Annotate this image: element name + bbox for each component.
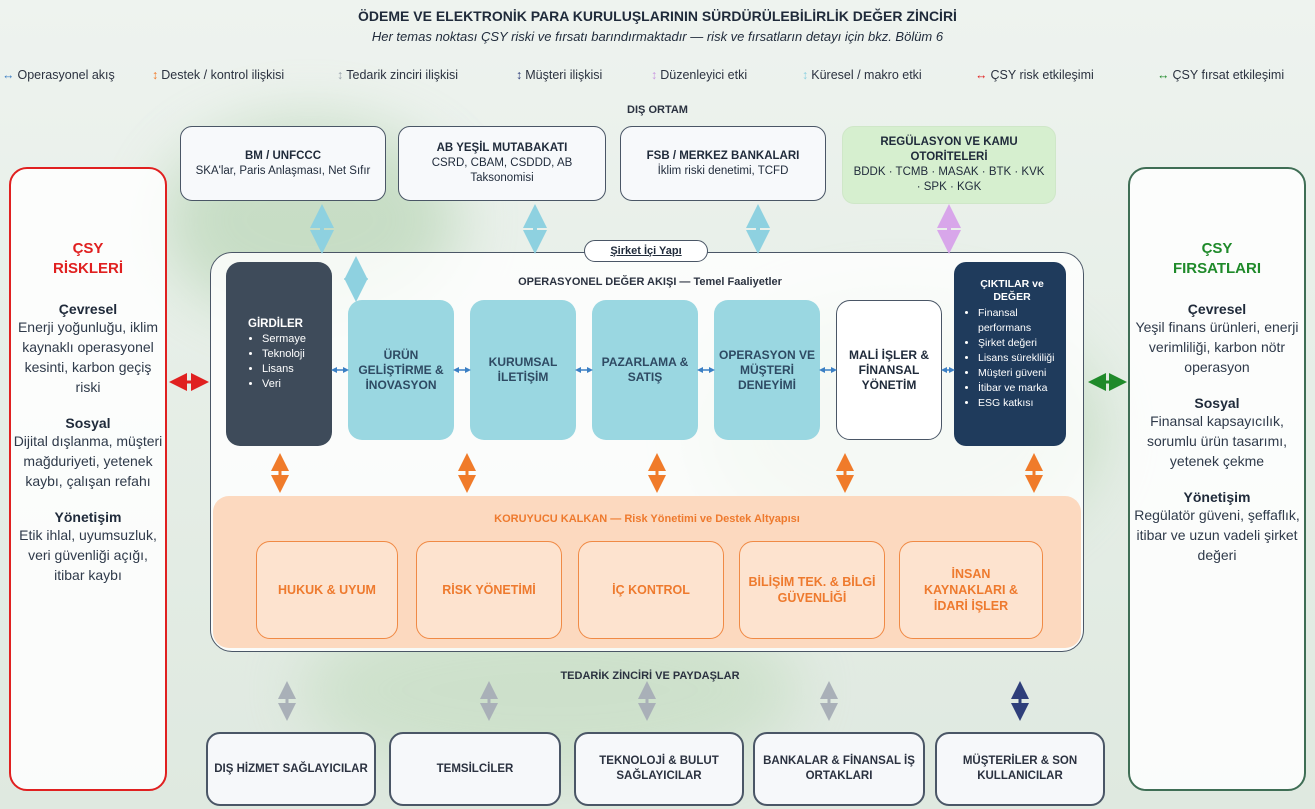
legend-item: ↔ÇSY risk etkileşimi [975, 68, 1094, 82]
shield-internal-control: İÇ KONTROL [578, 541, 724, 639]
risks-soc-heading: Sosyal [65, 415, 111, 431]
risks-soc-text: Dijital dışlanma, müşteri mağduriyeti, y… [13, 433, 163, 489]
op-finance-management: MALİ İŞLER & FİNANSAL YÖNETİM [836, 300, 942, 440]
risks-gov-heading: Yönetişim [54, 509, 122, 525]
outputs-box: ÇIKTILAR ve DEĞER Finansal performans Şi… [954, 262, 1066, 446]
op-marketing-sales: PAZARLAMA & SATIŞ [592, 300, 698, 440]
outputs-title: ÇIKTILAR ve DEĞER [980, 278, 1044, 303]
risks-env-heading: Çevresel [58, 301, 118, 317]
supply-banks-partners: BANKALAR & FİNANSAL İŞ ORTAKLARI [753, 732, 925, 806]
legend-item: ↕Küresel / makro etki [802, 68, 922, 82]
legend-item: ↕Düzenleyici etki [651, 68, 748, 82]
risks-env-text: Enerji yoğunluğu, iklim kaynaklı operasy… [17, 319, 159, 395]
outputs-item: ESG katkısı [978, 396, 1060, 411]
supply-arrows [278, 681, 1029, 721]
shield-risk-management: RİSK YÖNETİMİ [416, 541, 562, 639]
opportunities-gov-text: Regülatör güveni, şeffaflık, itibar ve u… [1134, 507, 1300, 563]
supply-representatives: TEMSİLCİLER [389, 732, 561, 806]
outputs-item: Müşteri güveni [978, 366, 1060, 381]
opportunities-gov-heading: Yönetişim [1183, 489, 1251, 505]
supply-section-title: TEDARİK ZİNCİRİ VE PAYDAŞLAR [560, 670, 740, 682]
shield-hr-admin: İNSAN KAYNAKLARI & İDARİ İŞLER [899, 541, 1043, 639]
page-title: ÖDEME VE ELEKTRONİK PARA KURULUŞLARININ … [358, 8, 957, 24]
shield-it-security: BİLİŞİM TEK. & BİLGİ GÜVENLİĞİ [739, 541, 885, 639]
supply-outsourcing: DIŞ HİZMET SAĞLAYICILAR [206, 732, 376, 806]
risks-gov-text: Etik ihlal, uyumsuzluk, veri güvenliği a… [19, 527, 157, 583]
external-section-title: DIŞ ORTAM [627, 104, 688, 116]
inputs-item: Teknoloji [262, 347, 332, 362]
outputs-item: Lisans sürekliliği [978, 351, 1060, 366]
inputs-item: Veri [262, 377, 332, 392]
opportunities-soc-heading: Sosyal [1194, 395, 1240, 411]
external-arrows [310, 204, 961, 302]
inputs-title: GİRDİLER [248, 318, 303, 330]
shield-legal-compliance: HUKUK & UYUM [256, 541, 398, 639]
opportunities-env-heading: Çevresel [1187, 301, 1247, 317]
legend-item: ↔ÇSY fırsat etkileşimi [1157, 68, 1285, 82]
supply-tech-cloud: TEKNOLOJİ & BULUT SAĞLAYICILAR [574, 732, 744, 806]
op-product-development: ÜRÜN GELİŞTİRME & İNOVASYON [348, 300, 454, 440]
legend-item: ↕Tedarik zinciri ilişkisi [337, 68, 459, 82]
opportunities-soc-text: Finansal kapsayıcılık, sorumlu ürün tasa… [1146, 413, 1288, 469]
legend-item: ↔Operasyonel akış [2, 68, 115, 82]
inputs-box: GİRDİLER Sermaye Teknoloji Lisans Veri [226, 262, 332, 446]
support-arrows [271, 453, 1043, 493]
inputs-item: Sermaye [262, 332, 332, 347]
legend-item: ↕Destek / kontrol ilişkisi [152, 68, 285, 82]
supply-customers: MÜŞTERİLER & SON KULLANICILAR [935, 732, 1105, 806]
inputs-item: Lisans [262, 362, 332, 377]
opportunities-env-text: Yeşil finans ürünleri, enerji verimliliğ… [1135, 319, 1299, 375]
page-subtitle: Her temas noktası ÇSY riski ve fırsatı b… [371, 29, 944, 44]
legend-item: ↕Müşteri ilişkisi [516, 68, 603, 82]
op-corporate-communication: KURUMSAL İLETİŞİM [470, 300, 576, 440]
outputs-item: İtibar ve marka [978, 381, 1060, 396]
operational-flow-title: OPERASYONEL DEĞER AKIŞI — Temel Faaliyet… [518, 276, 782, 288]
company-tag: Şirket İçi Yapı [584, 240, 708, 262]
op-operations-customer-experience: OPERASYON VE MÜŞTERİ DENEYİMİ [714, 300, 820, 440]
outputs-item: Finansal performans [978, 306, 1060, 336]
shield-title: KORUYUCU KALKAN — Risk Yönetimi ve Deste… [494, 513, 800, 525]
outputs-item: Şirket değeri [978, 336, 1060, 351]
